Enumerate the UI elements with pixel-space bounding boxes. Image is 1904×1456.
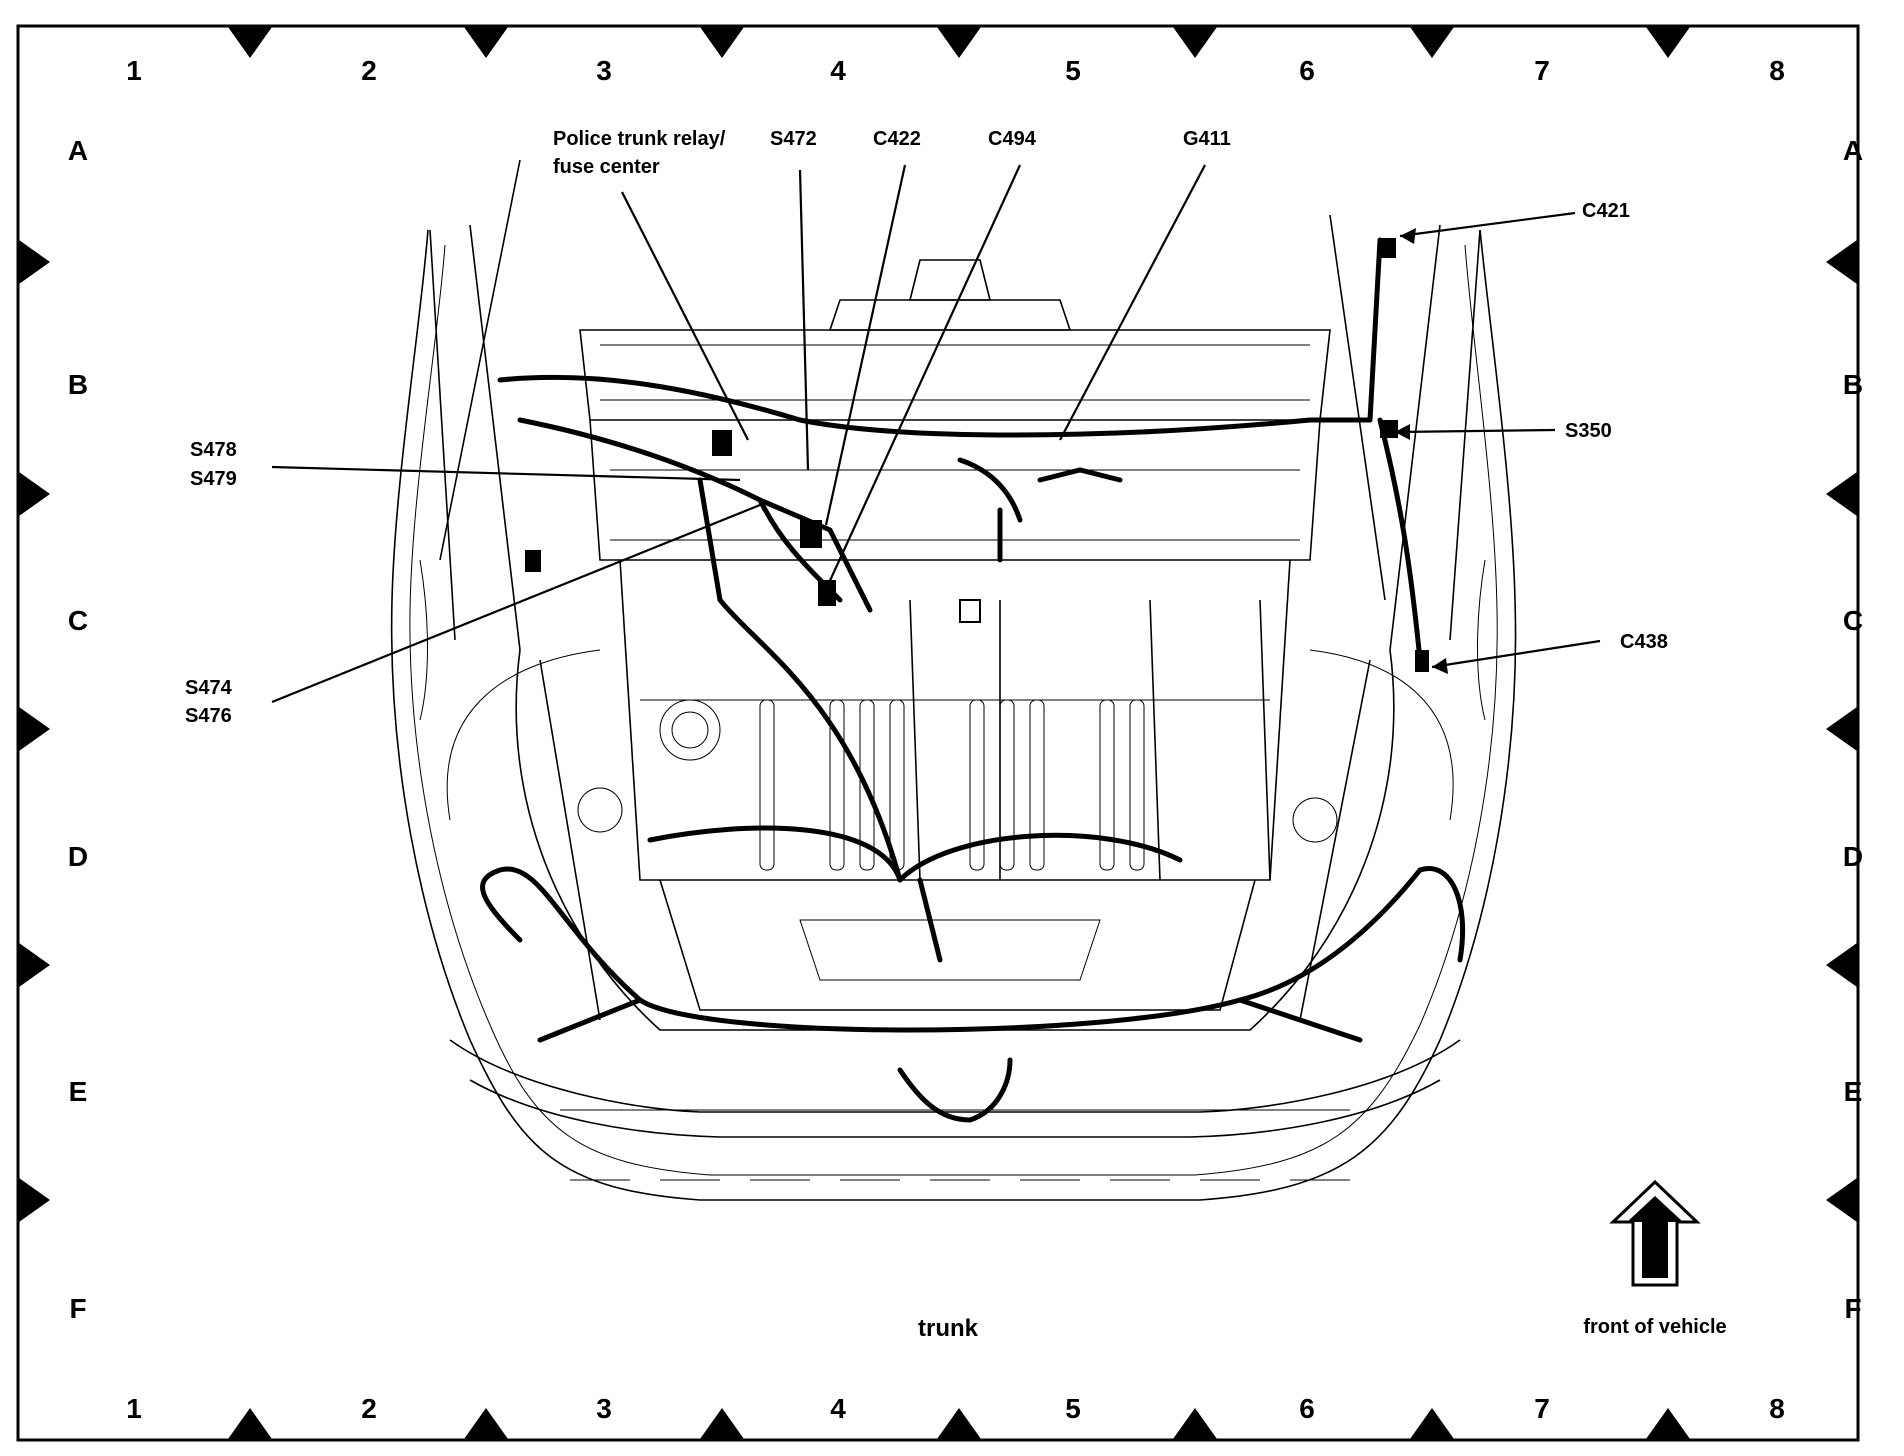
grid-col-label: 4 <box>830 1393 846 1424</box>
callout-s478: S478 <box>190 439 237 461</box>
grid-row-label: B <box>68 369 88 400</box>
frame-tick-markers <box>19 27 1857 1439</box>
front-of-vehicle-arrow-icon <box>1609 1179 1701 1287</box>
grid-col-label: 6 <box>1299 55 1315 86</box>
grid-row-label: F <box>69 1293 86 1324</box>
front-of-vehicle-label: front of vehicle <box>1583 1316 1726 1338</box>
grid-row-label: A <box>68 135 88 166</box>
grid-rows-right: A B C D E F <box>1843 135 1863 1324</box>
grid-col-label: 8 <box>1769 1393 1785 1424</box>
wiring-harness <box>480 237 1466 1123</box>
grid-col-label: 6 <box>1299 1393 1315 1424</box>
grid-row-label: D <box>68 841 88 872</box>
grid-col-label: 3 <box>596 55 612 86</box>
callout-c421: C421 <box>1582 200 1630 222</box>
grid-row-label: B <box>1843 369 1863 400</box>
grid-col-label: 5 <box>1065 55 1081 86</box>
grid-row-label: D <box>1843 841 1863 872</box>
grid-col-label: 1 <box>126 55 142 86</box>
grid-row-label: E <box>69 1076 88 1107</box>
vehicle-line-art <box>390 159 1517 1201</box>
callout-police-relay-line1: Police trunk relay/ <box>553 128 726 150</box>
grid-row-label: C <box>68 605 88 636</box>
grid-col-label: 8 <box>1769 55 1785 86</box>
grid-col-label: 7 <box>1534 1393 1550 1424</box>
trunk-label: trunk <box>918 1315 979 1342</box>
grid-col-label: 2 <box>361 55 377 86</box>
callout-leaders <box>271 164 1601 704</box>
grid-col-label: 2 <box>361 1393 377 1424</box>
diagram-frame <box>16 24 1860 1442</box>
grid-col-label: 4 <box>830 55 846 86</box>
grid-row-label: F <box>1844 1293 1861 1324</box>
callout-c422: C422 <box>873 128 921 150</box>
grid-row-label: A <box>1843 135 1863 166</box>
grid-row-label: C <box>1843 605 1863 636</box>
callout-s350: S350 <box>1565 420 1612 442</box>
grid-columns-top: 1 2 3 4 5 6 7 8 <box>126 55 1785 86</box>
callout-c438: C438 <box>1620 631 1668 653</box>
callout-g411: G411 <box>1183 128 1231 150</box>
callout-c494: C494 <box>988 128 1037 150</box>
grid-col-label: 3 <box>596 1393 612 1424</box>
callout-police-relay-line2: fuse center <box>553 156 660 178</box>
grid-row-label: E <box>1844 1076 1863 1107</box>
callout-labels: Police trunk relay/ fuse center S472 C42… <box>185 128 1668 727</box>
callout-s474: S474 <box>185 677 233 699</box>
grid-rows-left: A B C D E F <box>68 135 88 1324</box>
callout-s476: S476 <box>185 705 232 727</box>
grid-col-label: 5 <box>1065 1393 1081 1424</box>
callout-s472: S472 <box>770 128 817 150</box>
grid-col-label: 1 <box>126 1393 142 1424</box>
grid-col-label: 7 <box>1534 55 1550 86</box>
grid-columns-bottom: 1 2 3 4 5 6 7 8 <box>126 1393 1785 1424</box>
callout-s479: S479 <box>190 468 237 490</box>
